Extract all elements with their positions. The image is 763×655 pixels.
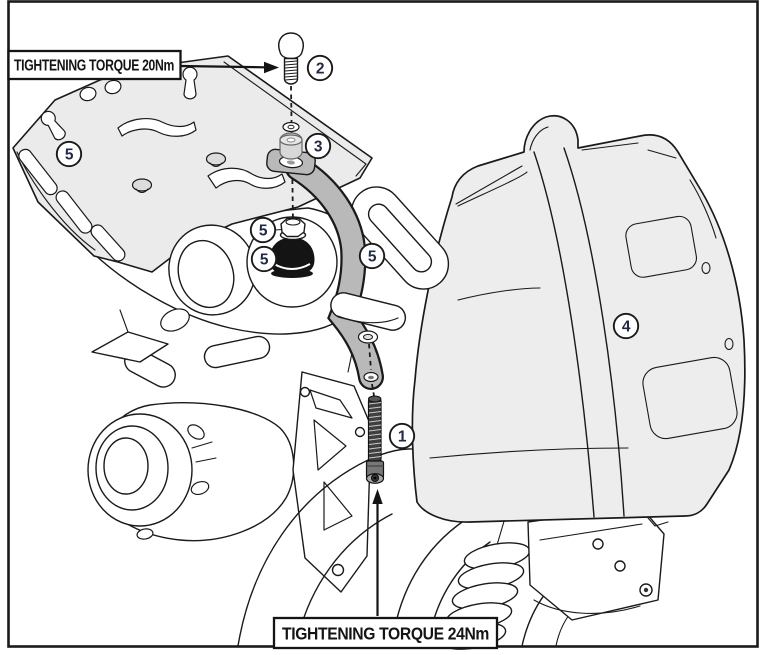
callout-5-nut: 5: [249, 216, 277, 244]
muffler: [87, 402, 295, 542]
callout-3: 3: [304, 132, 332, 160]
callout-5-bracket: 5: [358, 242, 386, 270]
support-arm: [330, 292, 407, 331]
svg-text:5: 5: [65, 146, 74, 163]
callout-5-cap: 5: [250, 245, 278, 273]
bracket-foot: [357, 330, 379, 383]
taillight-left: [168, 224, 256, 316]
rack-plate: [12, 55, 373, 273]
fixing-screw: [278, 32, 304, 85]
mounting-bracket: [285, 155, 384, 390]
torque-arrow-top: [180, 64, 265, 69]
torque-label-bottom: TIGHTENING TORQUE 24Nm: [272, 489, 499, 650]
dome-screw: [131, 178, 153, 194]
callout-4: 4: [612, 312, 640, 340]
torque-label-top-text: TIGHTENING TORQUE 20Nm: [14, 58, 174, 75]
flange-nut: [279, 217, 307, 241]
callout-2: 2: [306, 54, 334, 82]
callout-1: 1: [388, 422, 416, 450]
side-case: [411, 115, 746, 527]
washer: [282, 121, 300, 133]
svg-text:5: 5: [368, 248, 377, 265]
mounting-bolt: [365, 395, 385, 484]
svg-text:5: 5: [260, 251, 269, 268]
svg-text:1: 1: [398, 428, 407, 445]
torque-label-bottom-text: TIGHTENING TORQUE 24Nm: [282, 624, 489, 644]
callout-5-plate: 5: [55, 140, 83, 168]
torque-label-top: TIGHTENING TORQUE 20Nm: [7, 49, 279, 81]
svg-text:3: 3: [314, 138, 323, 155]
svg-text:5: 5: [259, 222, 268, 239]
callouts: 1 2 3 4 5 5 5 5: [55, 54, 640, 450]
keyhole-slot: [40, 110, 66, 141]
svg-text:4: 4: [622, 318, 631, 335]
assembly-axis-bolt: [371, 383, 375, 397]
spacer-bushing: [279, 132, 303, 160]
keyhole-slot: [182, 66, 198, 100]
dome-screw: [205, 152, 227, 168]
assembly-axis-bracket: [368, 343, 372, 371]
svg-text:2: 2: [316, 60, 324, 77]
rubber-cap: [269, 237, 315, 278]
swingarm: [527, 505, 665, 621]
